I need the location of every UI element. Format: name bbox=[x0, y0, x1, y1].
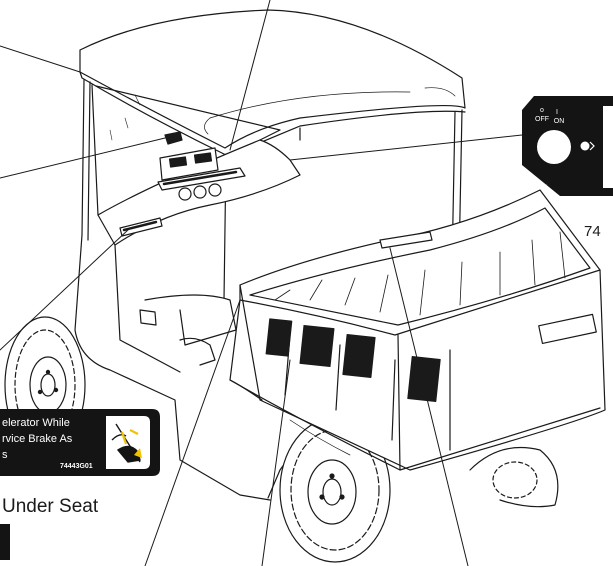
key-switch-decal: o OFF I ON 74520G01 bbox=[522, 96, 613, 196]
under-seat-caption: Under Seat bbox=[2, 496, 99, 517]
key-decal-part-number-partial: 74 bbox=[584, 223, 601, 240]
svg-text:I: I bbox=[556, 109, 558, 116]
key-off-label: OFF bbox=[535, 116, 549, 123]
key-hole-icon bbox=[537, 130, 571, 164]
pedal-foot-icon bbox=[111, 423, 142, 463]
warning-line-2: rvice Brake As bbox=[2, 433, 73, 445]
key-on-label: ON bbox=[554, 118, 565, 125]
key-position-indicator-icon bbox=[580, 141, 590, 151]
warning-line-1: elerator While bbox=[2, 417, 70, 429]
rear-right-wheel bbox=[279, 417, 391, 563]
cargo-bed bbox=[229, 189, 606, 471]
leader-lines bbox=[0, 0, 523, 566]
svg-text:o: o bbox=[540, 107, 544, 114]
key-decal-part-number: 74520G01 bbox=[531, 184, 547, 188]
vehicle-body bbox=[74, 234, 341, 501]
cropped-decal bbox=[0, 524, 10, 560]
roof-canopy bbox=[79, 9, 466, 157]
rear-left-wheel bbox=[469, 446, 559, 508]
warning-line-3: s bbox=[2, 449, 8, 461]
warning-part-number: 74443G01 bbox=[60, 463, 93, 470]
accelerator-warning-decal: elerator While rvice Brake As s 74443G01 bbox=[0, 409, 160, 476]
